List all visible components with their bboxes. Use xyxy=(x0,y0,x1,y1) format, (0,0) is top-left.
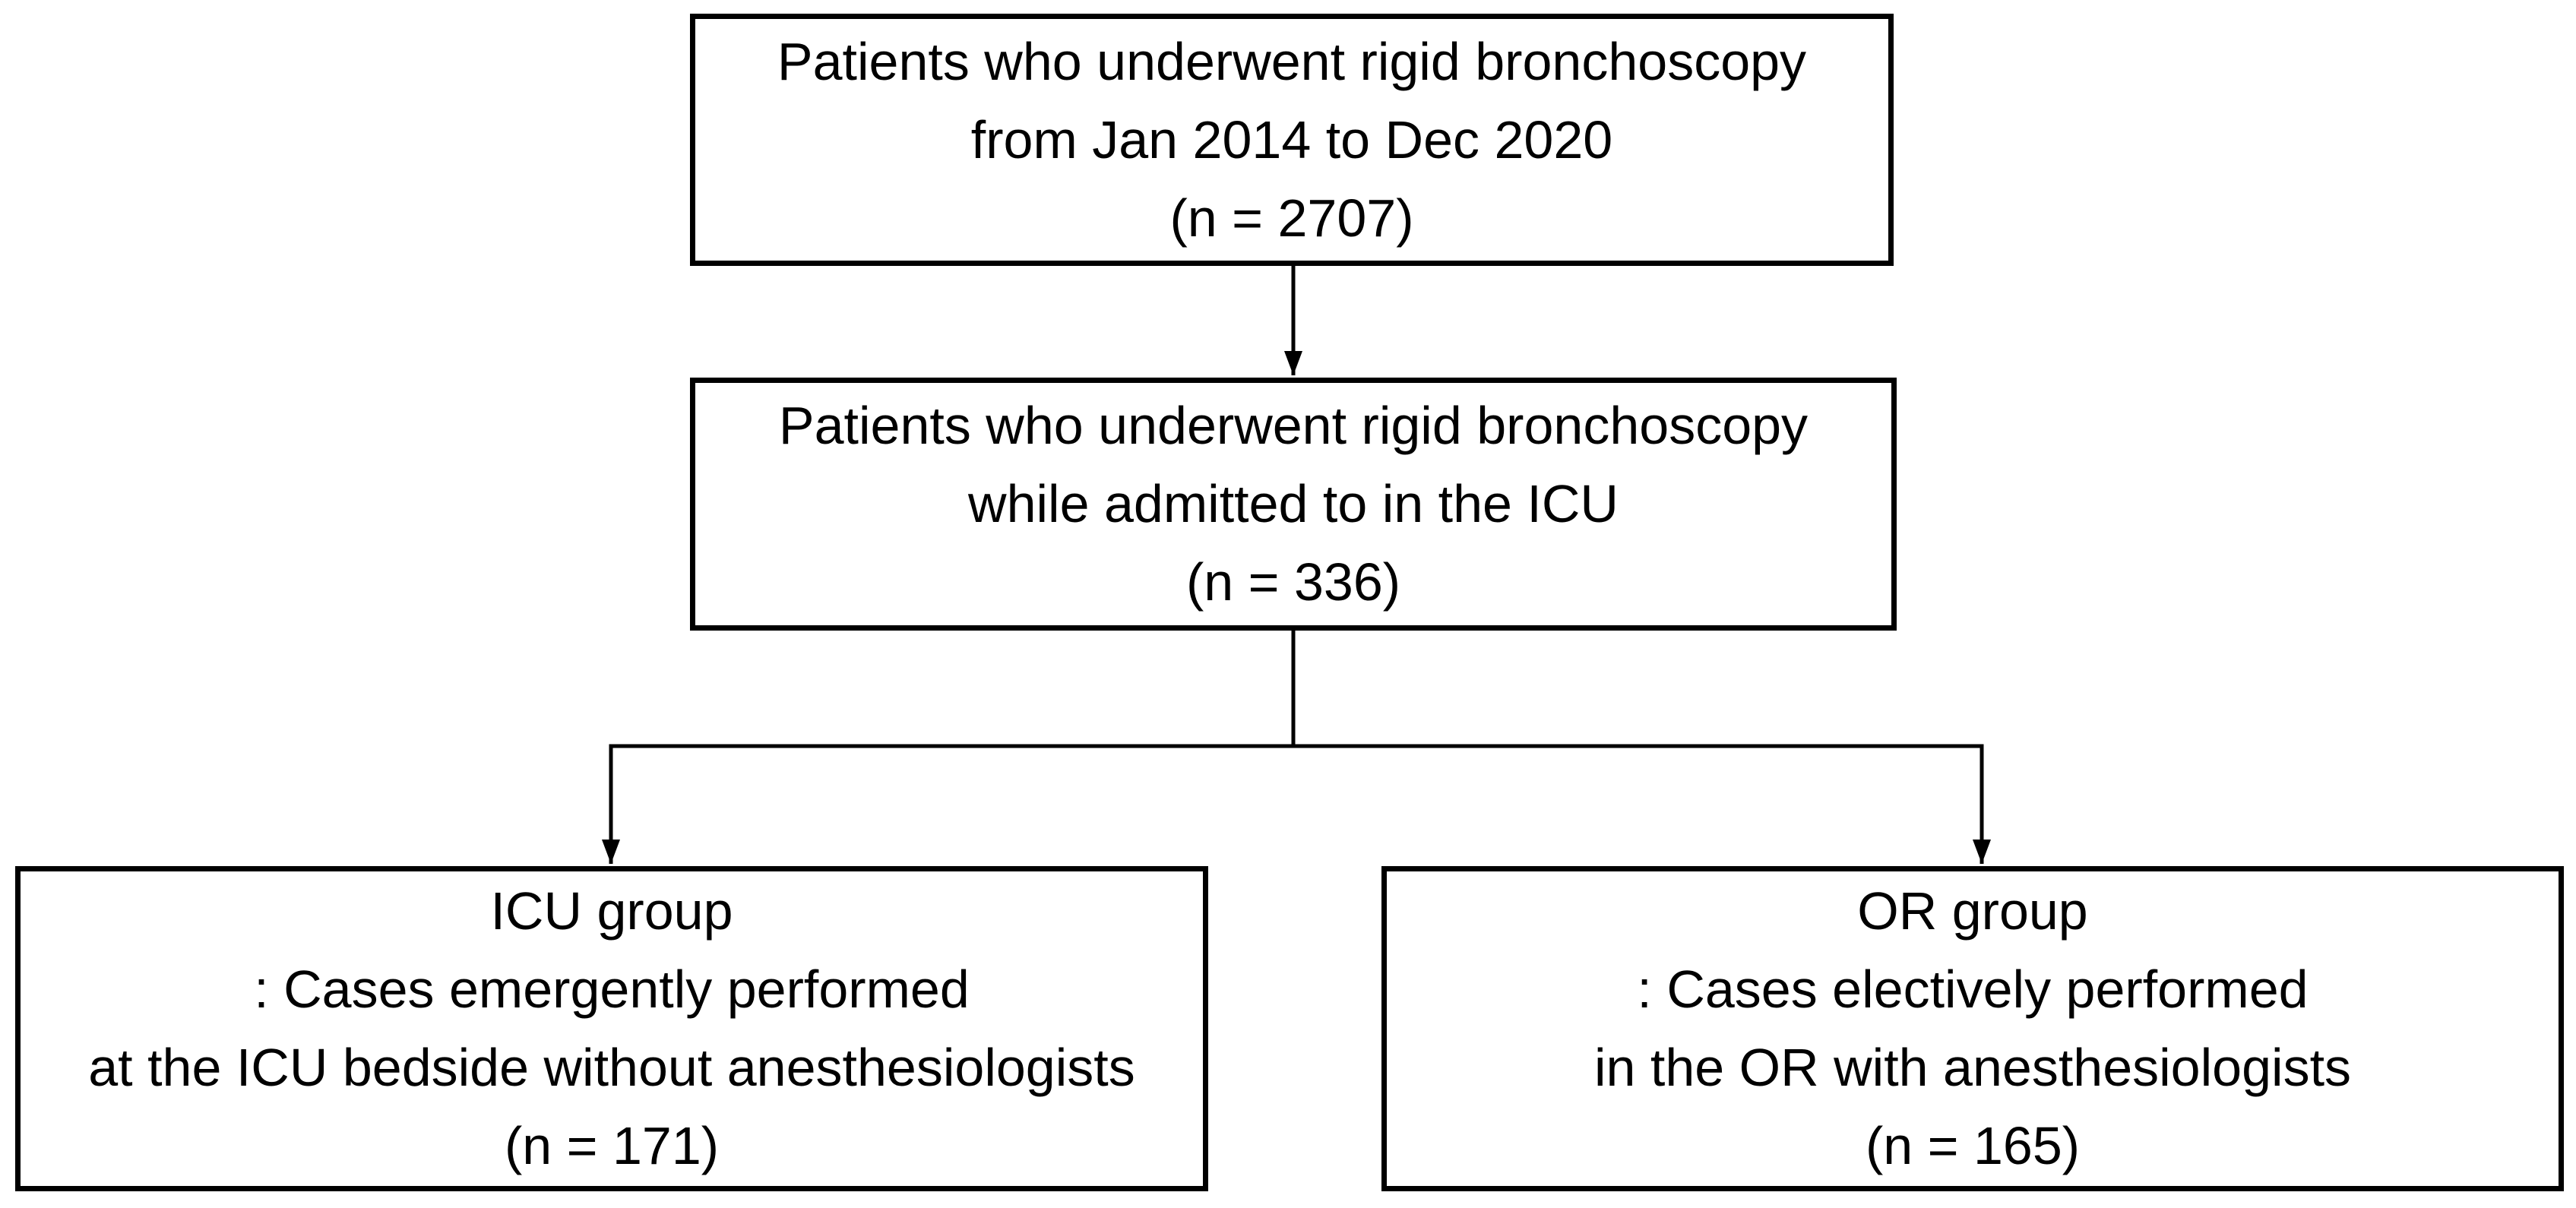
flow-box-icu-group: ICU group : Cases emergently performed a… xyxy=(15,866,1208,1191)
box-title: OR group xyxy=(1857,881,2088,941)
box-text-line: from Jan 2014 to Dec 2020 xyxy=(970,109,1613,169)
box-text-line: in the OR with anesthesiologists xyxy=(1593,1038,2352,1097)
box-n-count: (n = 171) xyxy=(504,1116,720,1175)
box-n-count: (n = 165) xyxy=(1865,1116,2081,1175)
box-text-line: at the ICU bedside without anesthesiolog… xyxy=(88,1038,1135,1097)
box-text-line: Patients who underwent rigid bronchoscop… xyxy=(778,396,1809,455)
box-text-line: : Cases emergently performed xyxy=(254,960,970,1019)
box-text-line: while admitted to in the ICU xyxy=(968,474,1619,533)
box-text-line: : Cases electively performed xyxy=(1637,960,2309,1019)
box-n-count: (n = 336) xyxy=(1185,552,1401,612)
flow-box-all-patients: Patients who underwent rigid bronchoscop… xyxy=(690,14,1894,266)
box-n-count: (n = 2707) xyxy=(1169,188,1414,248)
box-text-line: Patients who underwent rigid bronchoscop… xyxy=(777,31,1807,91)
flow-box-or-group: OR group : Cases electively performed in… xyxy=(1381,866,2564,1191)
box-title: ICU group xyxy=(490,881,733,941)
flow-box-icu-admitted: Patients who underwent rigid bronchoscop… xyxy=(690,378,1897,631)
